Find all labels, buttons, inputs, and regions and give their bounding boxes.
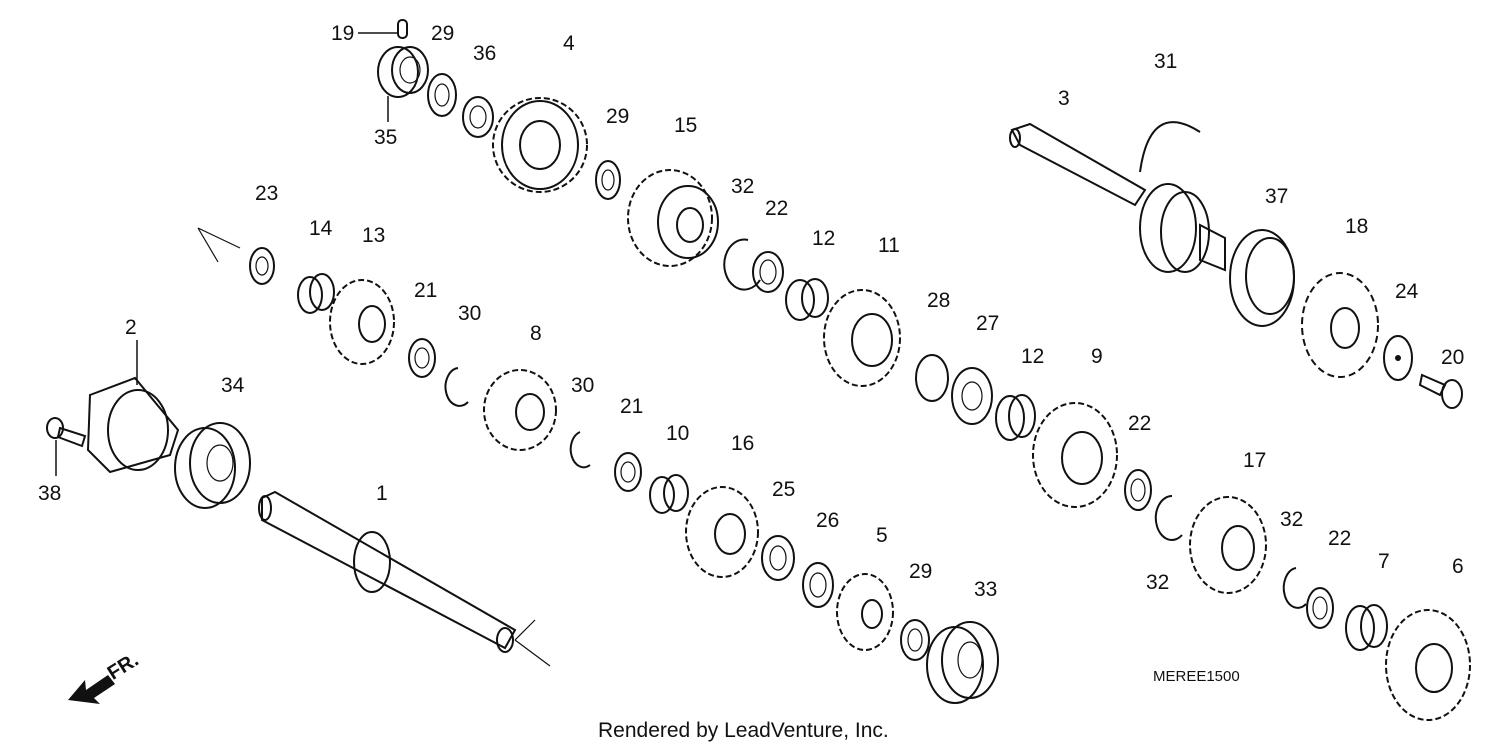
oil-seal-37-shape bbox=[1229, 229, 1295, 327]
callout-21a: 21 bbox=[414, 279, 437, 302]
washer-21b-shape bbox=[614, 452, 642, 492]
callout-33: 33 bbox=[974, 578, 997, 601]
gear-6-shape bbox=[1385, 609, 1471, 721]
washer-27-shape bbox=[951, 367, 993, 425]
callout-29b: 29 bbox=[606, 105, 629, 128]
callout-1: 1 bbox=[376, 482, 388, 505]
callout-22c: 22 bbox=[1328, 527, 1351, 550]
circlip-32b-shape bbox=[1154, 494, 1183, 541]
bushing-12-shape bbox=[785, 278, 829, 321]
circlip-32-shape bbox=[723, 238, 761, 291]
callout-11: 11 bbox=[878, 234, 900, 257]
bolt-20-shape bbox=[1418, 373, 1463, 409]
bearing-33-shape bbox=[926, 621, 999, 704]
callout-31: 31 bbox=[1154, 50, 1177, 73]
callout-2: 2 bbox=[125, 316, 137, 339]
circlip-30b-shape bbox=[569, 431, 591, 469]
gear-8-shape bbox=[483, 369, 557, 451]
washer-29b-shape bbox=[595, 160, 621, 200]
callout-4: 4 bbox=[563, 32, 575, 55]
callout-9: 9 bbox=[1091, 345, 1103, 368]
circlip-32c-shape bbox=[1282, 567, 1307, 609]
gear-17-shape bbox=[1189, 496, 1267, 594]
gear-9-shape bbox=[1032, 402, 1118, 508]
callout-30b: 30 bbox=[571, 374, 594, 397]
callout-35: 35 bbox=[374, 126, 397, 149]
bolt-38-shape bbox=[46, 417, 87, 448]
callout-17: 17 bbox=[1243, 449, 1266, 472]
mainshaft-1-shape bbox=[258, 490, 551, 667]
bearing-35-shape bbox=[377, 46, 429, 98]
front-arrow-icon bbox=[68, 675, 115, 704]
gear-15-shape bbox=[627, 169, 719, 267]
callout-25: 25 bbox=[772, 478, 795, 501]
washer-21-shape bbox=[408, 338, 436, 378]
callout-7: 7 bbox=[1378, 550, 1390, 573]
callout-21b: 21 bbox=[620, 395, 643, 418]
callout-30a: 30 bbox=[458, 302, 481, 325]
gear-4-shape bbox=[492, 97, 588, 193]
circlip-30-shape bbox=[444, 367, 469, 407]
washer-22-shape bbox=[752, 251, 784, 293]
sprocket-18-shape bbox=[1301, 272, 1379, 378]
washer-22b-shape bbox=[1124, 469, 1152, 511]
callout-13: 13 bbox=[362, 224, 385, 247]
callout-29c: 29 bbox=[909, 560, 932, 583]
bushing-7-shape bbox=[1345, 604, 1388, 651]
callout-16: 16 bbox=[731, 432, 754, 455]
callout-15: 15 bbox=[674, 114, 697, 137]
callout-12b: 12 bbox=[1021, 345, 1044, 368]
bearing-34-shape bbox=[174, 422, 251, 509]
gear-13-shape bbox=[329, 279, 395, 365]
bearing-cover-2-shape bbox=[86, 376, 180, 474]
callout-36: 36 bbox=[473, 42, 496, 65]
washer-23-shape bbox=[197, 227, 275, 285]
snap-ring-31-shape bbox=[1139, 121, 1201, 173]
callout-23: 23 bbox=[255, 182, 278, 205]
washer-24-shape bbox=[1383, 335, 1413, 381]
credit-text: Rendered by LeadVenture, Inc. bbox=[598, 719, 889, 742]
callout-38: 38 bbox=[38, 482, 61, 505]
callout-26: 26 bbox=[816, 509, 839, 532]
callout-27: 27 bbox=[976, 312, 999, 335]
callout-29a: 29 bbox=[431, 22, 454, 45]
pin-19-shape bbox=[397, 19, 408, 39]
lockwasher-28-shape bbox=[915, 354, 949, 402]
callout-32c: 32 bbox=[1146, 571, 1169, 594]
diagram-code: MEREE1500 bbox=[1153, 668, 1240, 685]
callout-32b: 32 bbox=[1280, 508, 1303, 531]
countershaft-3-shape bbox=[1009, 122, 1226, 273]
callout-19: 19 bbox=[331, 22, 354, 45]
callout-12a: 12 bbox=[812, 227, 835, 250]
gear-5-shape bbox=[836, 573, 894, 651]
gear-11-shape bbox=[823, 289, 901, 387]
washer-29-shape bbox=[427, 73, 457, 117]
callout-14: 14 bbox=[309, 217, 333, 240]
callout-22a: 22 bbox=[765, 197, 788, 220]
callout-8: 8 bbox=[530, 322, 542, 345]
callout-10: 10 bbox=[666, 422, 689, 445]
gear-16-shape bbox=[685, 486, 759, 578]
washer-26-shape bbox=[802, 562, 834, 608]
callout-24: 24 bbox=[1395, 280, 1419, 303]
washer-25-shape bbox=[761, 535, 795, 581]
bushing-10-shape bbox=[649, 474, 689, 514]
callout-34: 34 bbox=[221, 374, 245, 397]
callout-20: 20 bbox=[1441, 346, 1464, 369]
callout-22b: 22 bbox=[1128, 412, 1151, 435]
callout-5: 5 bbox=[876, 524, 888, 547]
needle-bearing-36-shape bbox=[462, 96, 494, 138]
callout-28: 28 bbox=[927, 289, 950, 312]
bushing-12b-shape bbox=[995, 394, 1036, 441]
callout-6: 6 bbox=[1452, 555, 1464, 578]
bushing-14-shape bbox=[297, 273, 335, 314]
callout-37: 37 bbox=[1265, 185, 1288, 208]
callout-3: 3 bbox=[1058, 87, 1070, 110]
callout-32a: 32 bbox=[731, 175, 754, 198]
washer-29c-shape bbox=[900, 619, 930, 661]
callout-18: 18 bbox=[1345, 215, 1368, 238]
washer-22c-shape bbox=[1306, 587, 1334, 629]
